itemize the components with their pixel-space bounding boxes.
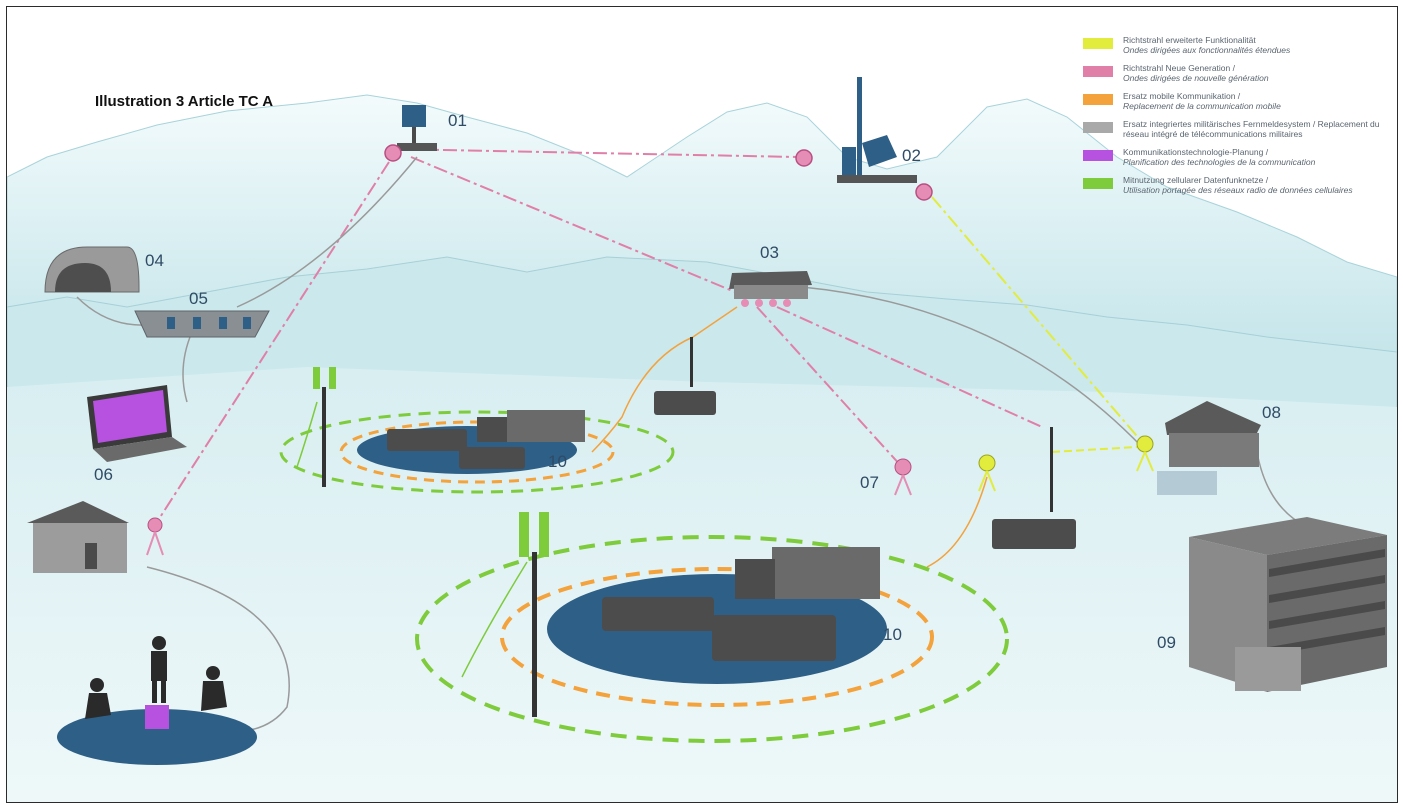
link-gray-03-08 [801,286,1143,448]
link-gray-05-06 [182,331,193,403]
link-yellow-mast-08 [1051,446,1138,453]
legend-label-de: Mitnutzung zellularer Datenfunknetze / [1123,175,1269,185]
mast-right [1050,427,1053,512]
laptop-06 [87,385,187,462]
figure-title: Illustration 3 Article TC A [95,93,274,110]
legend-item: Richtstrahl Neue Generation / Ondes diri… [1079,63,1389,85]
legend-label-fr: Ondes dirigées aux fonctionnalités étend… [1123,45,1291,55]
legend-swatch [1083,178,1113,189]
label-04: 04 [145,251,164,270]
label-10a: 10 [548,452,567,471]
connection-lines [76,148,1308,733]
radar-station-02 [795,77,933,201]
legend-item: Ersatz integriertes militärisches Fernme… [1079,119,1389,141]
network-scene [7,7,1397,802]
legend-swatch [1083,150,1113,161]
legend-swatch [1083,122,1113,133]
vehicles [387,391,1076,661]
link-pink-01-03 [410,156,748,298]
soldiers [85,636,227,729]
legend-label-de: Kommunikationstechnologie-Planung / [1123,147,1269,157]
farmhouse-08 [1136,401,1261,495]
legend-swatch [1083,94,1113,105]
legend-item: Mitnutzung zellularer Datenfunknetze / U… [1079,175,1389,197]
legend-label-fr: Replacement de la communication mobile [1123,101,1281,111]
legend-swatch [1083,66,1113,77]
link-pink-03-mast [776,306,1043,428]
bunker-05 [134,310,270,338]
legend-label-de: Ersatz integriertes militärisches Fernme… [1123,119,1380,139]
legend-label-de: Ersatz mobile Kommunikation / [1123,91,1241,101]
legend: Richtstrahl erweiterte Funktionalität On… [1079,35,1389,203]
label-05: 05 [189,289,208,308]
link-yellow-02-08 [931,196,1143,443]
legend-label-fr: Planification des technologies de la com… [1123,157,1316,167]
legend-swatch [1083,38,1113,49]
legend-item: Richtstrahl erweiterte Funktionalität On… [1079,35,1389,57]
legend-label-fr: Ondes dirigées de nouvelle génération [1123,73,1269,83]
label-09: 09 [1157,633,1176,652]
house-left [27,501,164,573]
link-green-tower-10b [461,561,528,678]
link-gray-01-05 [236,156,418,308]
link-pink-03-07 [756,306,903,468]
cell-tower-left [313,367,336,487]
link-orange-03-mast [591,306,738,453]
label-08: 08 [1262,403,1281,422]
legend-item: Kommunikationstechnologie-Planung / Plan… [1079,147,1389,169]
relay-07 [894,454,996,496]
link-pink-01-06 [156,161,390,523]
label-06: 06 [94,465,113,484]
label-03: 03 [760,243,779,262]
hangar-04 [44,246,140,293]
link-pink-01-02 [392,148,798,158]
legend-label-de: Richtstrahl Neue Generation / [1123,63,1235,73]
link-gray-04-05 [76,296,148,326]
label-07: 07 [860,473,879,492]
command-post-03 [729,271,812,307]
cell-tower-center [519,512,549,717]
legend-label-de: Richtstrahl erweiterte Funktionalität [1123,35,1256,45]
label-02: 02 [902,146,921,165]
legend-label-fr: Utilisation portagée des réseaux radio d… [1123,185,1353,195]
relay-station-01 [384,105,437,162]
office-building-09 [1189,517,1387,692]
link-green-tower-10a [296,401,318,468]
troop-platform [57,709,257,765]
label-10b: 10 [883,625,902,644]
mast-center [690,337,693,387]
label-01: 01 [448,111,467,130]
legend-item: Ersatz mobile Kommunikation / Replacemen… [1079,91,1389,113]
link-orange-mast-10 [926,476,988,568]
figure-frame: Illustration 3 Article TC A 01 02 03 04 … [6,6,1398,803]
